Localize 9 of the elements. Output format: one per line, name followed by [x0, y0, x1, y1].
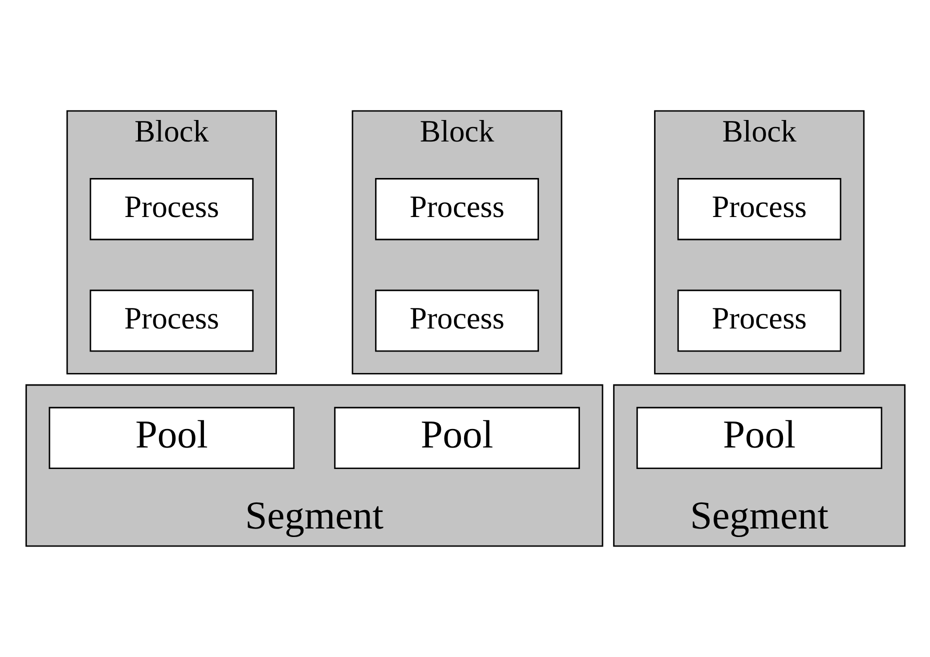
node-box: Pool: [334, 406, 580, 470]
node-box: Process: [676, 290, 841, 352]
node-box: Process: [374, 290, 538, 352]
node-box: Process: [374, 178, 538, 240]
node-box: Pool: [636, 406, 882, 470]
node-box: Process: [89, 178, 254, 240]
node-box: Pool: [48, 406, 294, 470]
node-box: Process: [676, 178, 841, 240]
node-box: Process: [89, 290, 254, 352]
